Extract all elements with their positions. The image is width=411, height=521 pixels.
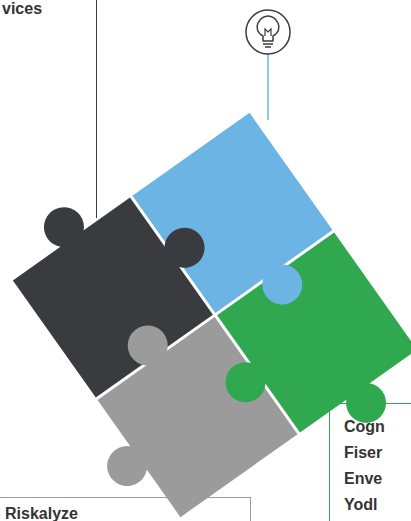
company-name: Enve bbox=[344, 466, 411, 492]
company-name: Cogn bbox=[344, 414, 411, 440]
dark-knob bbox=[157, 220, 213, 276]
company-name: Fiser bbox=[344, 440, 411, 466]
gray-piece bbox=[98, 317, 298, 517]
bulb-base bbox=[263, 43, 273, 45]
bulb-base bbox=[265, 46, 271, 48]
gray-knob bbox=[120, 318, 176, 374]
bulb-filament bbox=[265, 29, 271, 36]
icon-circle bbox=[246, 10, 290, 54]
company-name: vices bbox=[2, 0, 96, 18]
blue-knob bbox=[254, 257, 310, 313]
lightbulb-icon bbox=[246, 10, 290, 54]
green-knob bbox=[218, 354, 274, 410]
company-name: Yodl bbox=[344, 492, 411, 518]
text-box: vices bbox=[0, 0, 97, 218]
bulb-glass bbox=[257, 16, 279, 41]
gray-outer-knob bbox=[99, 438, 155, 494]
company-name: Riskalyze bbox=[5, 505, 250, 521]
dark-outer-knob bbox=[36, 199, 92, 255]
leader-line bbox=[267, 54, 269, 120]
company-box: Riskalyze bbox=[0, 497, 251, 521]
company-list-box: CognFiserEnveYodl bbox=[329, 403, 411, 521]
